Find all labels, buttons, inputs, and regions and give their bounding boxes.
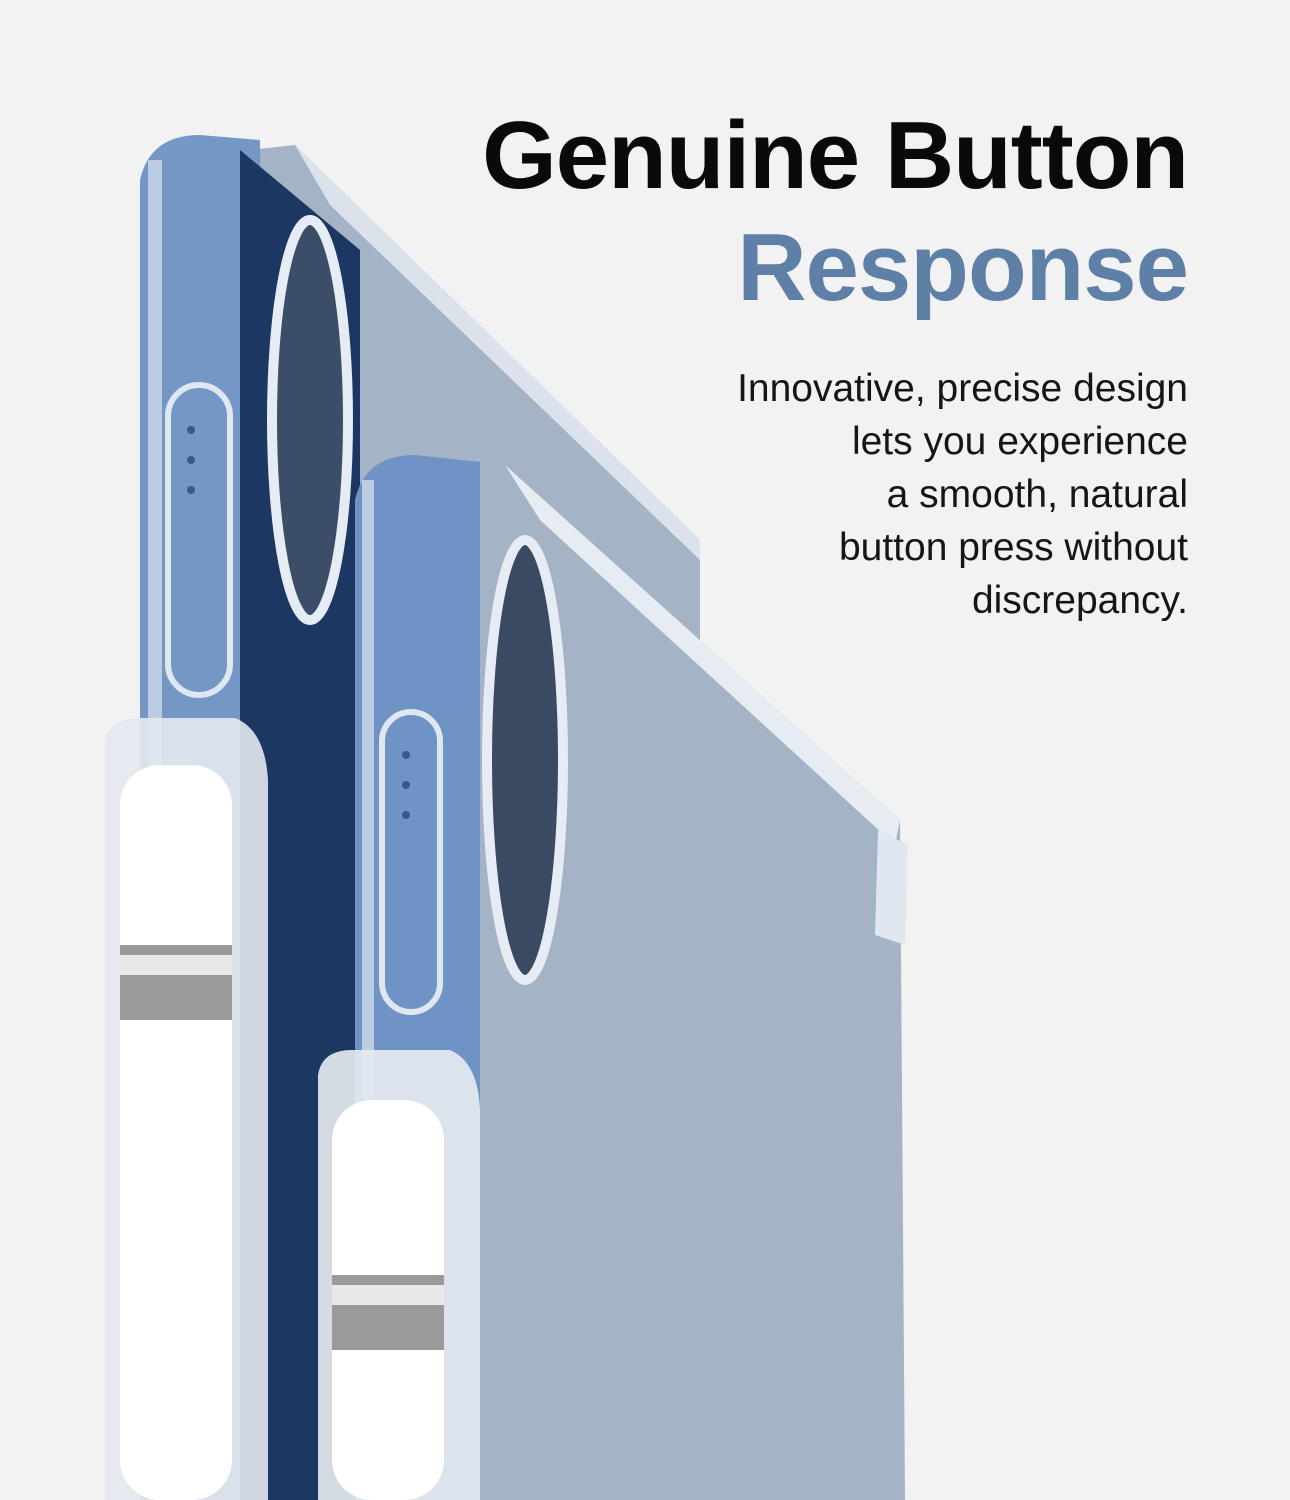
description-text: Innovative, precise design lets you expe… — [737, 367, 1188, 622]
button-cutout-icon — [165, 382, 233, 698]
camera-bump-icon — [267, 215, 353, 625]
back-pencil — [105, 718, 268, 1500]
button-cutout-icon — [379, 709, 443, 1015]
front-pencil — [318, 1050, 480, 1500]
headline-line-2: Response — [737, 214, 1189, 321]
camera-bump-icon — [482, 535, 568, 985]
headline: Genuine Button Response — [482, 100, 1189, 324]
headline-line-1: Genuine Button — [482, 102, 1189, 209]
